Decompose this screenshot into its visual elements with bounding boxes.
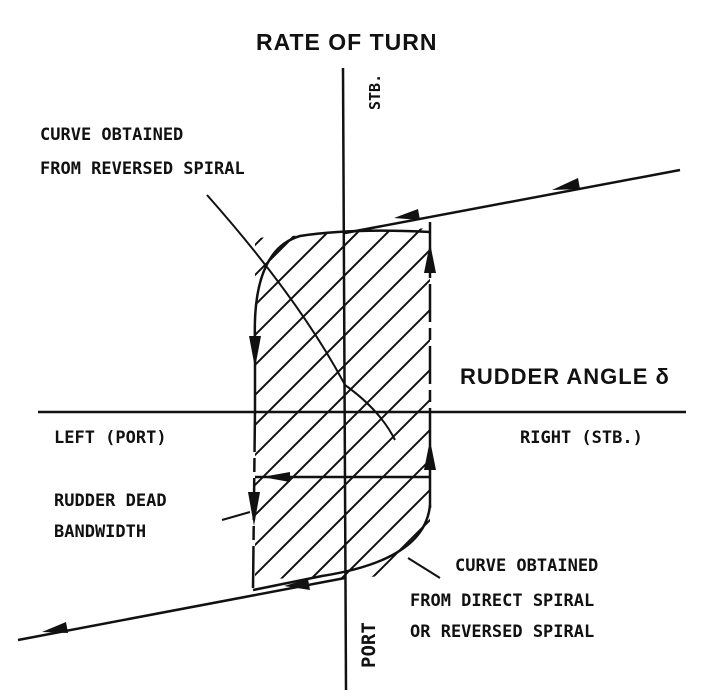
arrow-lower-left-icon: [42, 622, 68, 633]
y-axis-top-label: STB.: [366, 73, 384, 110]
hatch-line: [255, 228, 430, 580]
branch-lines: [17, 168, 681, 642]
arrow-lower-branch-icon: [284, 579, 310, 590]
hatch-line: [0, 100, 220, 700]
direct-spiral-label-line2: FROM DIRECT SPIRAL: [410, 591, 595, 611]
lower-branch: [17, 576, 346, 642]
upper-branch: [344, 168, 681, 235]
arrow-upper-mid-icon: [394, 209, 420, 220]
dead-band-pointer: [221, 511, 251, 521]
arrow-upper-right-icon: [552, 178, 580, 190]
reversed-spiral-pointer: [206, 194, 396, 441]
x-axis-title: RUDDER ANGLE δ: [460, 364, 670, 389]
hatch-line: [255, 228, 281, 580]
x-axis-right-label: RIGHT (STB.): [520, 428, 643, 448]
dead-band-label-line2: BANDWIDTH: [54, 522, 147, 542]
arrow-dead-band-left-icon: [262, 472, 290, 482]
hatch-line: [255, 228, 430, 580]
axes: [38, 67, 686, 691]
reversed-spiral-label-line1: CURVE OBTAINED: [40, 125, 184, 145]
direct-spiral-label-line1: CURVE OBTAINED: [455, 556, 599, 576]
arrow-right-up-lower-icon: [424, 440, 436, 470]
direct-spiral-label-line3: OR REVERSED SPIRAL: [410, 622, 595, 642]
pointer-lines: [206, 194, 441, 579]
y-axis-bottom-label: PORT: [358, 622, 380, 668]
hatch-line: [255, 228, 371, 580]
direction-arrows: [42, 178, 580, 633]
hatch-line: [255, 228, 430, 580]
reversed-spiral-curve: [253, 229, 431, 410]
y-axis: [341, 67, 348, 691]
x-axis-left-label: LEFT (PORT): [54, 428, 167, 448]
hatch-line: [255, 228, 430, 580]
dead-band-label-line1: RUDDER DEAD: [54, 491, 167, 511]
hatch-line: [255, 228, 430, 580]
reversed-spiral-label-line2: FROM REVERSED SPIRAL: [40, 159, 245, 179]
arrow-left-down-icon: [249, 336, 261, 368]
arrow-left-down-lower-icon: [248, 492, 260, 526]
hatch-line: [255, 228, 430, 580]
arrow-right-up-icon: [424, 243, 436, 273]
hatch-line: [255, 228, 311, 580]
y-axis-title: RATE OF TURN: [256, 29, 438, 55]
hatched-loop-region: [0, 100, 430, 700]
direct-spiral-curve: [252, 504, 432, 592]
direct-spiral-pointer: [407, 557, 441, 579]
hatch-line: [0, 100, 250, 700]
hatch-line: [255, 228, 430, 580]
